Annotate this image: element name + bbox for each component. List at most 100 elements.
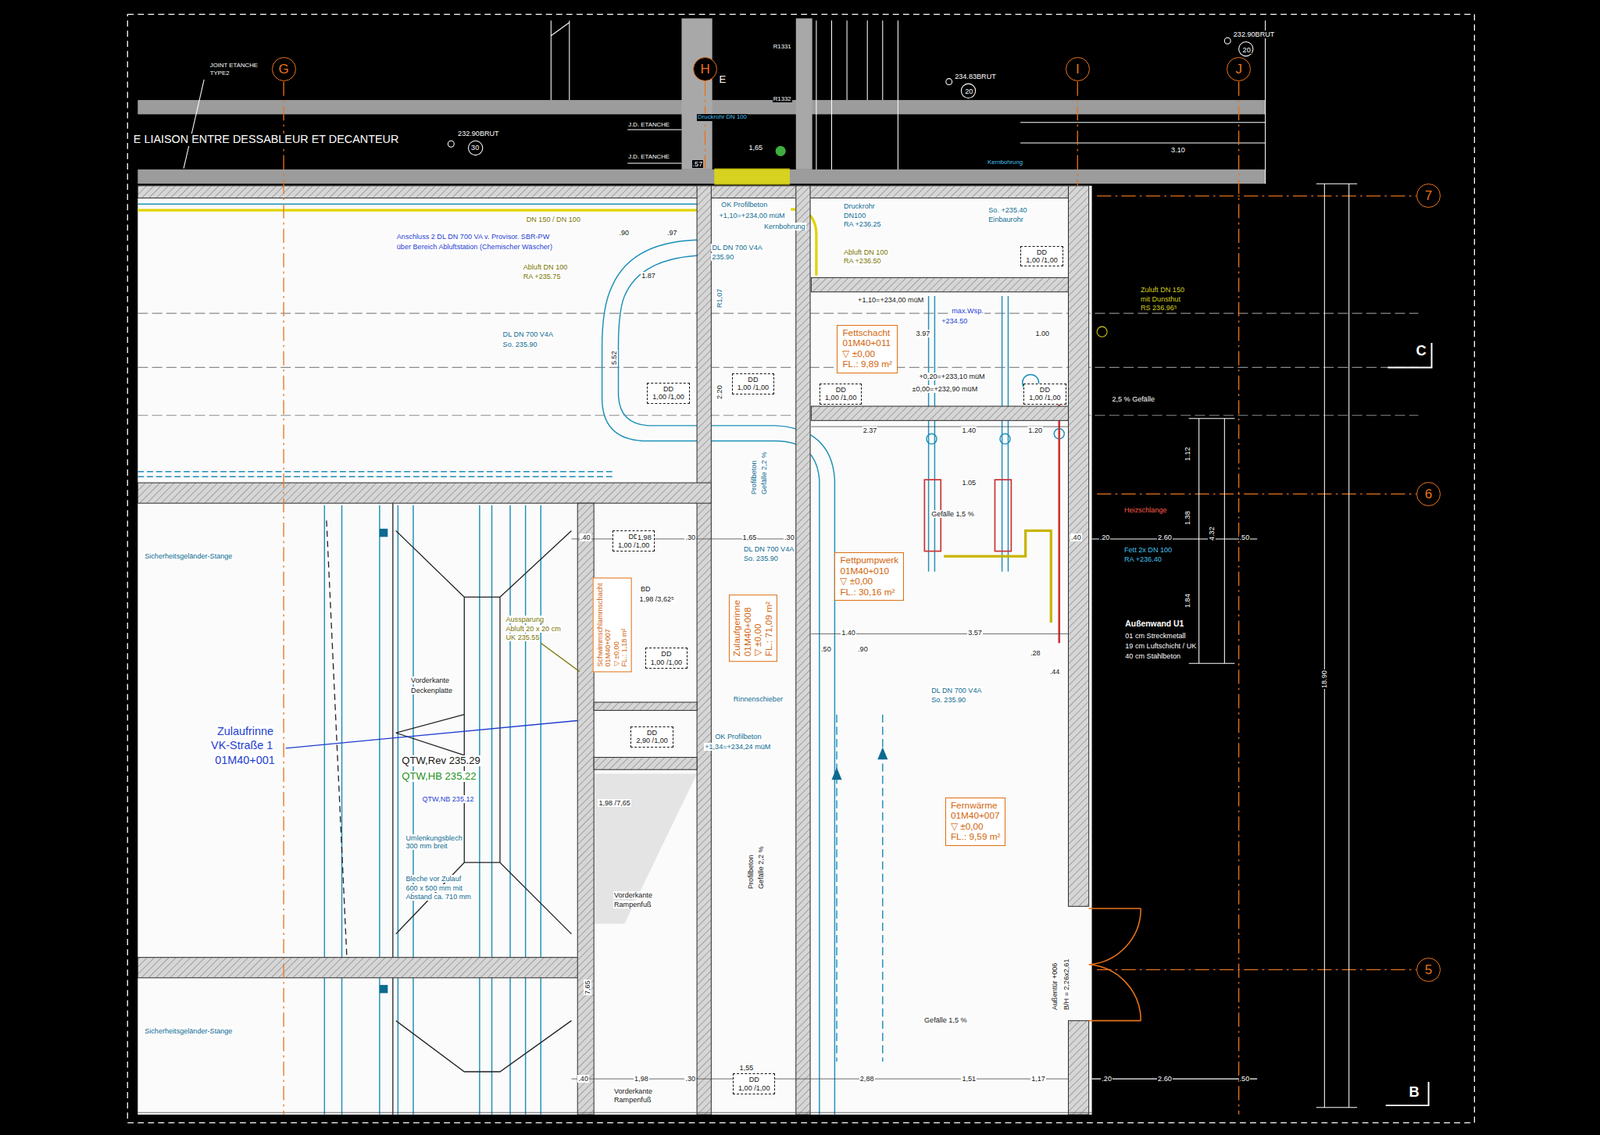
door [1089, 908, 1142, 1022]
plan-label: .90 [618, 228, 631, 237]
plan-label: Kernbohrung [986, 159, 1024, 167]
plan-label: 2.20 [715, 384, 724, 400]
plan-label: DL DN 700 V4A [710, 243, 763, 252]
plan-label: +234.50 [940, 317, 968, 325]
grid-axis-circle: H [692, 57, 718, 82]
room-box: Zulaufgerinne01M40+008▽ ±0,00FL.: 71,09 … [728, 594, 778, 662]
plan-label: 1.87 [640, 271, 657, 280]
plan-label: 1.00 [1034, 329, 1050, 338]
plan-label: +1,10=+234,00 müM [718, 211, 786, 220]
plan-label: E [718, 74, 728, 86]
node-text: ▽ ±0,00 [753, 600, 765, 657]
plan-label: 2.60 [1157, 1075, 1173, 1083]
plan-label: .40 [579, 533, 592, 542]
plan-label: B [1407, 1084, 1420, 1100]
plan-label: 40 cm Stahlbeton [1124, 652, 1182, 661]
plan-label: Druckrohr [842, 202, 876, 211]
plan-label: 300 mm breit [405, 842, 449, 850]
plan-label: 1,98 [633, 1075, 650, 1083]
plan-label: Außentür +006 [1050, 961, 1059, 1011]
floor-opening-box: DD1,00 /1,00 [645, 647, 688, 669]
node-text: DD [1028, 385, 1061, 394]
plan-label: So. 235.90 [502, 340, 539, 349]
node-text: 1,00 /1,00 [1028, 393, 1061, 402]
node-text: DD [652, 385, 684, 393]
node-text: 1,00 /1,00 [825, 393, 857, 402]
plan-label: JOINT ETANCHE [209, 62, 259, 70]
plan-label: 235.90 [710, 253, 735, 261]
node-text: H [700, 61, 710, 78]
plan-label: .40 [1070, 533, 1083, 542]
plan-label: 1.84 [1183, 592, 1192, 609]
plan-label: 3.97 [915, 329, 932, 338]
floor-opening-box: DD1,00 /1,00 [1023, 383, 1066, 405]
room-box: Fernwärme01M40+007▽ ±0,00FL.: 9,59 m² [945, 797, 1007, 847]
plan-label: .20 [1099, 533, 1111, 542]
plan-label: 1,65 [747, 143, 764, 152]
plan-label: Rinnenschieber [732, 695, 784, 704]
node-text: 1,00 /1,00 [738, 1084, 770, 1093]
floor-opening-box: DD2,90 /1,00 [630, 726, 673, 748]
plan-label: 1.05 [960, 478, 977, 487]
floor-opening-box: DD1,00 /1,00 [732, 1073, 775, 1095]
floor-opening-box: DD1,00 /1,00 [819, 383, 862, 405]
plan-label: B/H = 2,26x2,61 [1062, 957, 1071, 1011]
plan-label: 2,88 [859, 1075, 875, 1083]
gridline-dashes [137, 313, 1418, 416]
plan-label: C [1415, 342, 1428, 359]
node-text: 1,00 /1,00 [737, 383, 769, 392]
plan-label: +1,34=+234,24 müM [703, 742, 772, 751]
plan-label: OK Profilbeton [714, 732, 762, 741]
plan-label: 4.32 [1207, 525, 1216, 542]
plan-label: Rampenfuß [613, 900, 653, 909]
plan-label: über Bereich Abluftstation (Chemischer W… [396, 242, 554, 251]
node-text: DD [737, 375, 769, 384]
room-box: Fettschacht01M40+011▽ ±0,00FL.: 9,89 m² [836, 325, 898, 374]
plan-label: Aussparung [505, 615, 546, 624]
existing-structure [137, 18, 1265, 186]
floor-opening-box: DD1,00 /1,00 [732, 373, 775, 395]
plan-label: 01M40+001 [214, 754, 275, 768]
node-text: FL.: 71,09 m² [763, 600, 775, 657]
grid-axis-circle: I [1065, 57, 1090, 82]
node-text: 1,00 /1,00 [652, 392, 684, 401]
plan-label: VK-Straße 1 [210, 739, 274, 753]
plan-label: 19 cm Luftschicht / UK [1124, 642, 1197, 650]
plan-label: .30 [783, 533, 796, 542]
plan-label: .97 [666, 228, 679, 237]
plan-label: UK 235.55 [505, 633, 541, 642]
node-text: 01M40+007 [603, 582, 612, 667]
plan-label: DL DN 700 V4A [930, 686, 983, 695]
node-text: 5 [1425, 962, 1433, 979]
plan-label: Abluft DN 100 [522, 263, 569, 272]
plan-label: DN 150 / DN 100 [525, 215, 582, 224]
node-text: 1,00 /1,00 [617, 541, 650, 550]
plan-label: .30 [684, 1075, 697, 1083]
node-text: 2,90 /1,00 [635, 736, 668, 745]
plan-label: Deckenplatte [410, 686, 454, 695]
plan-label: 232.90BRUT [457, 129, 500, 138]
plan-label: J.D. ETANCHE [627, 121, 671, 129]
plan-label: Abluft 20 x 20 cm [505, 625, 562, 633]
plan-label: .57 [692, 160, 704, 168]
node-text: 01M40+007 [950, 810, 1001, 822]
plan-label: .28 [1029, 649, 1042, 658]
plan-label: TYPE2 [209, 70, 231, 78]
plan-label: 1,17 [1030, 1075, 1047, 1083]
plan-label: 7,65 [583, 979, 592, 996]
plan-label: Gefälle 2,2 % [757, 846, 765, 891]
plan-label: Vorderkante [613, 891, 654, 900]
node-text: FL.: 9,89 m² [842, 359, 893, 371]
plan-label: Sicherheitsgeländer-Stange [143, 552, 233, 561]
plan-label: .50 [820, 645, 833, 654]
plan-label: 234.83BRUT [953, 72, 997, 81]
plan-label: R1331 [772, 43, 793, 51]
node-text: FL.: 30,16 m² [839, 587, 899, 599]
plan-label: Rampenfuß [613, 1096, 653, 1104]
plan-label: Sicherheitsgeländer-Stange [143, 1027, 233, 1036]
node-text: 6 [1425, 486, 1433, 503]
node-text: 1,00 /1,00 [1025, 256, 1058, 265]
node-text: FL.: 9,59 m² [950, 832, 1001, 843]
